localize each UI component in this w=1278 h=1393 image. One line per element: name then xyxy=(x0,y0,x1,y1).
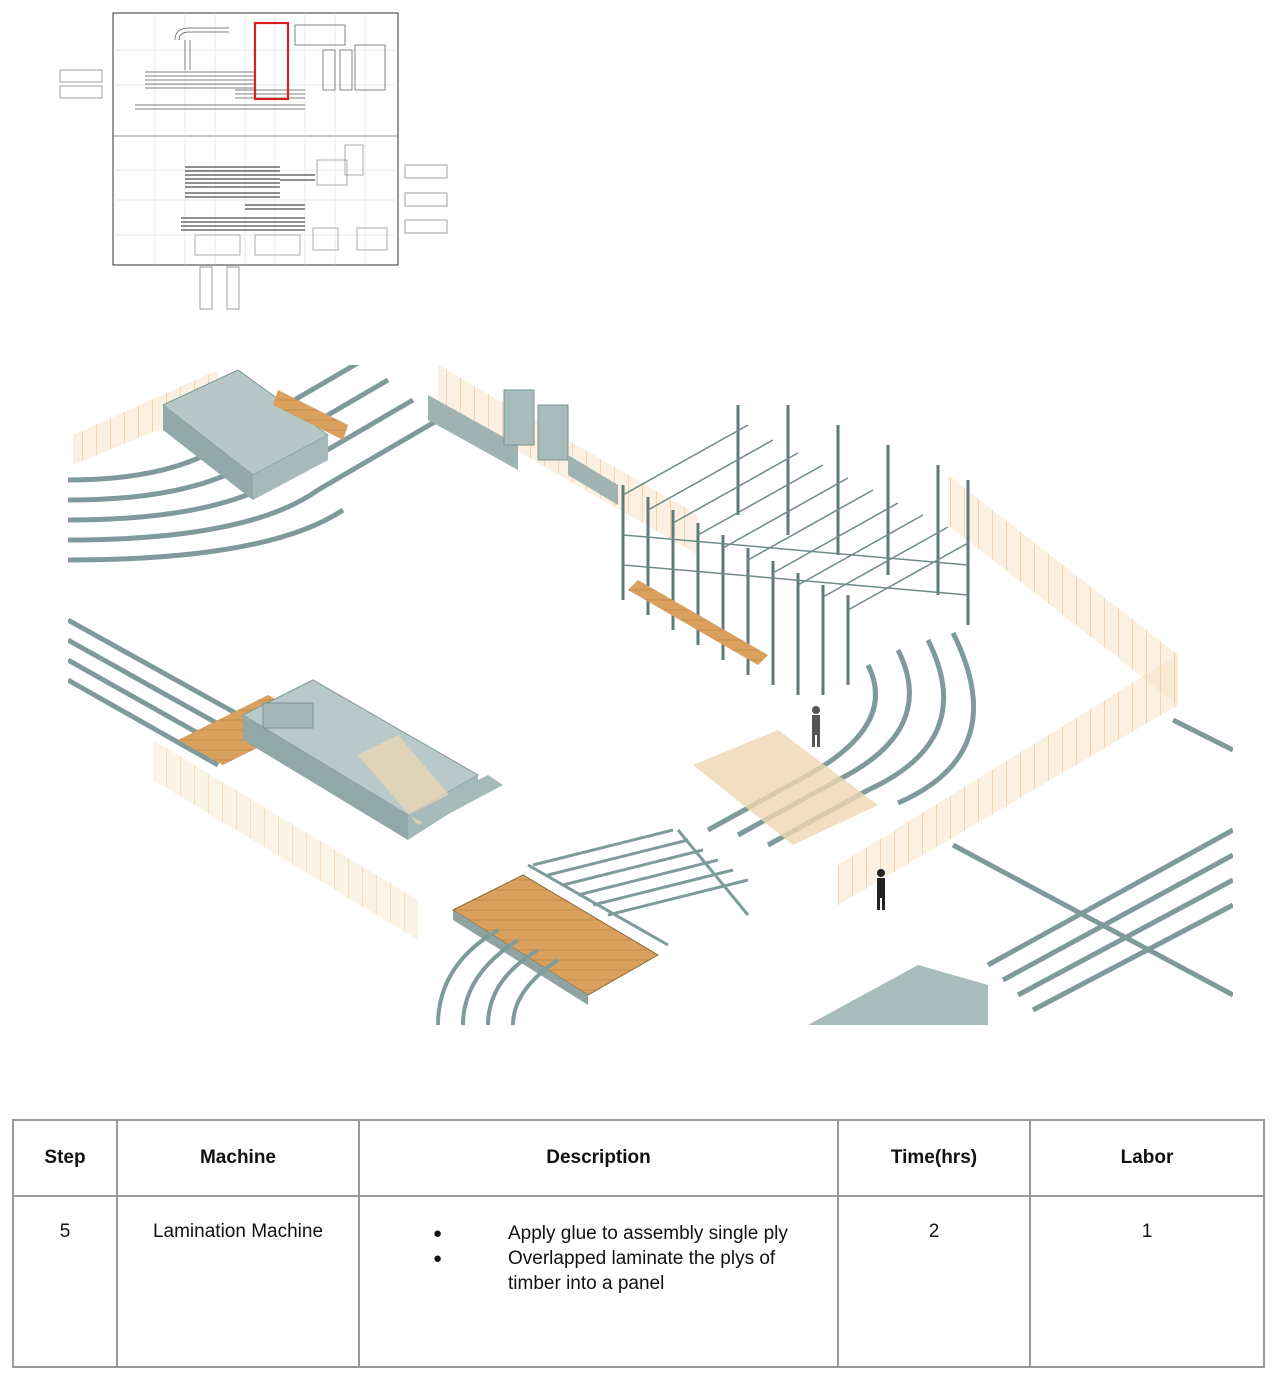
header-step: Step xyxy=(12,1119,118,1197)
table-row: 5 Lamination Machine Apply glue to assem… xyxy=(12,1195,1265,1368)
process-step-table: Step Machine Description Time(hrs) Labor… xyxy=(12,1119,1265,1368)
cell-machine: Lamination Machine xyxy=(116,1195,360,1368)
header-description: Description xyxy=(358,1119,839,1197)
table-header-row: Step Machine Description Time(hrs) Labor xyxy=(12,1119,1265,1197)
cell-labor: 1 xyxy=(1029,1195,1265,1368)
header-machine: Machine xyxy=(116,1119,360,1197)
description-list: Apply glue to assembly single ply Overla… xyxy=(361,1221,836,1296)
description-item: Overlapped laminate the plys of timber i… xyxy=(433,1246,836,1296)
cell-step: 5 xyxy=(12,1195,118,1368)
description-item: Apply glue to assembly single ply xyxy=(433,1221,836,1246)
cell-time: 2 xyxy=(837,1195,1031,1368)
factory-floor-plan xyxy=(59,12,448,310)
cell-description: Apply glue to assembly single ply Overla… xyxy=(358,1195,839,1368)
header-labor: Labor xyxy=(1029,1119,1265,1197)
header-time: Time(hrs) xyxy=(837,1119,1031,1197)
lamination-area-render xyxy=(68,365,1233,1025)
